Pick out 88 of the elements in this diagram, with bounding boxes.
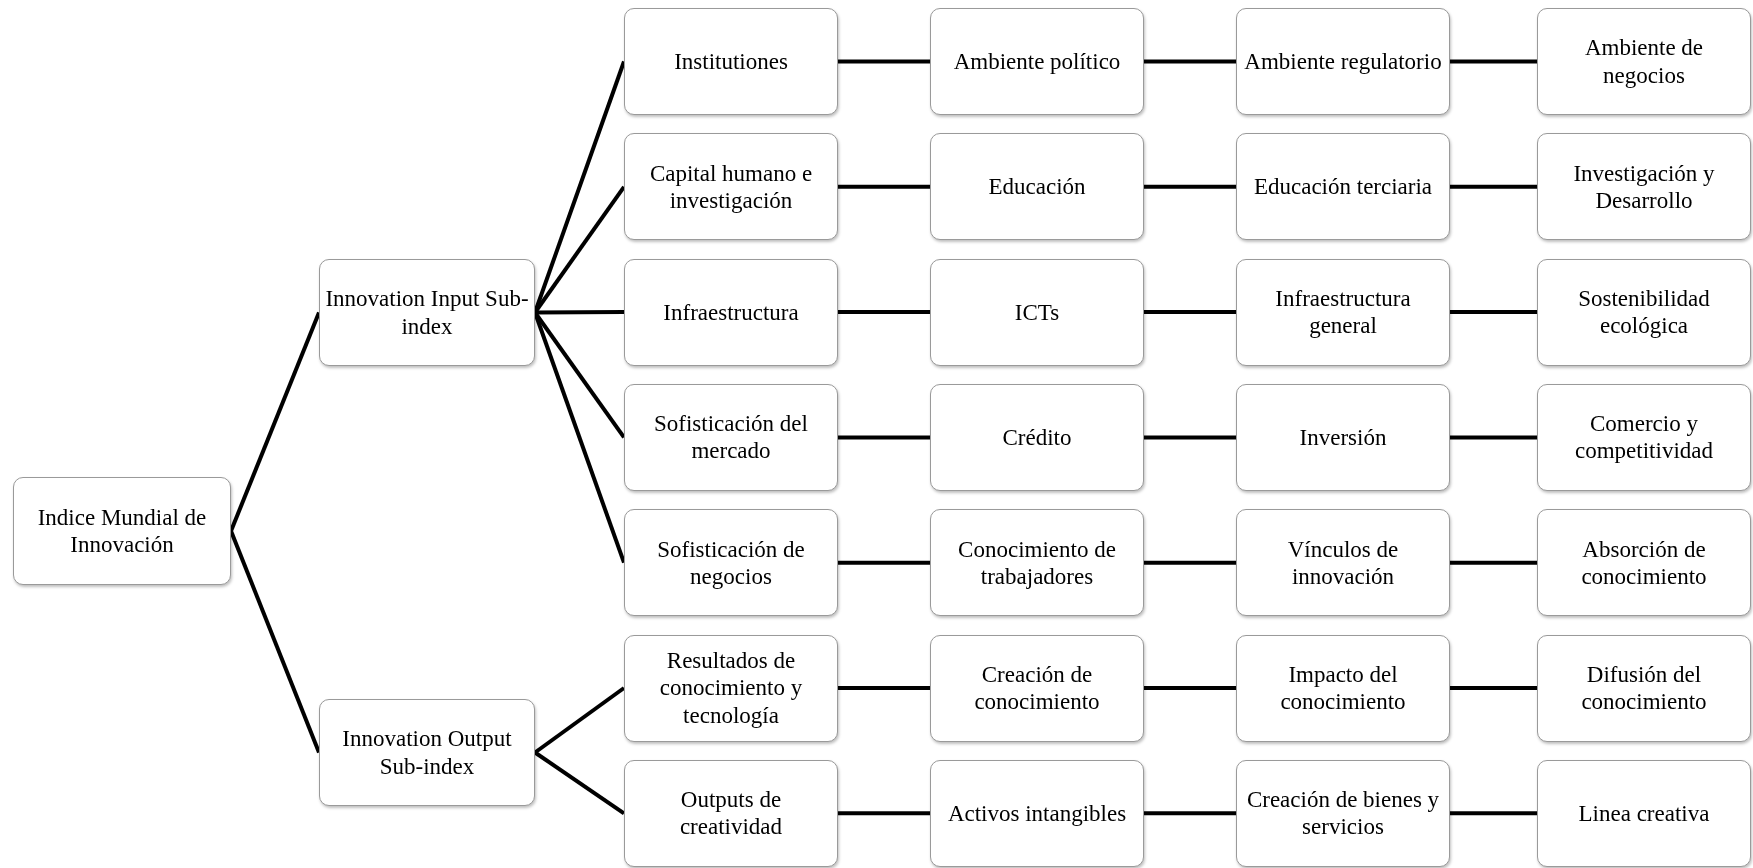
category-box xyxy=(624,759,838,867)
box-label: Vínculos de innovación xyxy=(1286,535,1400,590)
category-box xyxy=(624,258,838,366)
connector-line xyxy=(535,310,624,315)
connector-line xyxy=(838,310,930,315)
box-label: Ambiente regulatorio xyxy=(1244,47,1442,76)
box-label: Resultados de conocimiento y tecnología xyxy=(658,647,804,729)
box-label: Comercio y competitividad xyxy=(1574,410,1714,465)
box-label: ICTs xyxy=(1014,298,1060,326)
category-box xyxy=(1236,509,1450,617)
box-label: Sofisticación del mercado xyxy=(653,410,809,465)
box-label: Educación terciaria xyxy=(1253,173,1433,201)
category-box xyxy=(624,133,838,241)
category-box xyxy=(930,133,1144,241)
connector-line xyxy=(1144,184,1236,189)
category-box xyxy=(1236,133,1450,241)
box-label: Creación de bienes y servicios xyxy=(1245,786,1441,841)
box-label: Institutiones xyxy=(674,47,788,76)
connector-line xyxy=(533,750,626,815)
box-label: Ambiente de negocios xyxy=(1583,34,1705,89)
category-box xyxy=(1537,383,1751,491)
box-label: Creación de conocimiento xyxy=(973,660,1101,716)
connector-line xyxy=(1450,811,1537,816)
box-label: Sofisticación de negocios xyxy=(656,535,806,590)
category-box xyxy=(13,477,231,585)
connector-line xyxy=(838,59,930,64)
box-label: Impacto del conocimiento xyxy=(1279,660,1407,716)
box-label: Activos intangibles xyxy=(947,799,1127,827)
category-box xyxy=(1537,133,1751,241)
box-label: Sostenibilidad ecológica xyxy=(1577,284,1711,340)
connector-line xyxy=(838,811,930,816)
category-box xyxy=(319,699,535,806)
box-label: Innovation Output Sub-index xyxy=(341,725,513,780)
connector-line xyxy=(1450,59,1537,64)
box-label: Outputs de creatividad xyxy=(678,786,784,841)
category-box xyxy=(1537,634,1751,742)
connector-line xyxy=(1144,435,1236,440)
category-box xyxy=(930,383,1144,491)
connector-line xyxy=(1144,59,1236,64)
box-label: Difusión del conocimiento xyxy=(1580,660,1708,716)
connector-line xyxy=(229,530,321,754)
connector-line xyxy=(838,435,930,440)
connector-line xyxy=(229,311,321,532)
box-label: Absorción de conocimiento xyxy=(1580,535,1708,590)
connector-line xyxy=(838,686,930,690)
box-label: Educación xyxy=(988,173,1086,201)
connector-line xyxy=(1144,811,1236,816)
category-box xyxy=(1236,634,1450,742)
category-box xyxy=(930,759,1144,867)
box-label: Indice Mundial de Innovación xyxy=(36,503,208,559)
connector-line xyxy=(1144,686,1236,690)
category-box xyxy=(624,509,838,617)
category-box xyxy=(930,258,1144,366)
category-box xyxy=(930,509,1144,617)
box-label: Infraestructura general xyxy=(1274,284,1412,340)
category-box xyxy=(624,8,838,115)
category-box xyxy=(319,259,535,366)
box-label: Investigación y Desarrollo xyxy=(1572,159,1716,214)
category-box xyxy=(1537,509,1751,617)
connector-line xyxy=(1144,560,1236,565)
connector-line xyxy=(838,184,930,189)
connector-line xyxy=(1450,184,1537,189)
connector-line xyxy=(838,560,930,565)
box-label: Infraestructura xyxy=(663,298,799,326)
connector-line xyxy=(1450,435,1537,440)
category-box xyxy=(624,383,838,491)
category-box xyxy=(1236,258,1450,366)
connector-line xyxy=(533,686,626,755)
connector-line xyxy=(1450,560,1537,565)
connector-line xyxy=(1450,686,1537,690)
category-box xyxy=(624,634,838,742)
box-label: Crédito xyxy=(1002,423,1072,451)
box-label: Conocimiento de trabajadores xyxy=(957,535,1117,590)
box-label: Innovation Input Sub-index xyxy=(324,285,530,340)
category-box xyxy=(1537,8,1751,115)
category-box xyxy=(930,8,1144,115)
connector-line xyxy=(1144,310,1236,315)
category-box xyxy=(1236,759,1450,867)
category-box xyxy=(1236,383,1450,491)
box-label: Linea creativa xyxy=(1578,799,1710,827)
category-box xyxy=(1236,8,1450,115)
box-label: Inversión xyxy=(1299,423,1387,451)
box-label: Ambiente político xyxy=(953,47,1121,76)
category-box xyxy=(930,634,1144,742)
category-box xyxy=(1537,759,1751,867)
connector-line xyxy=(1450,310,1537,315)
category-box xyxy=(1537,258,1751,366)
box-label: Capital humano e investigación xyxy=(648,159,814,214)
